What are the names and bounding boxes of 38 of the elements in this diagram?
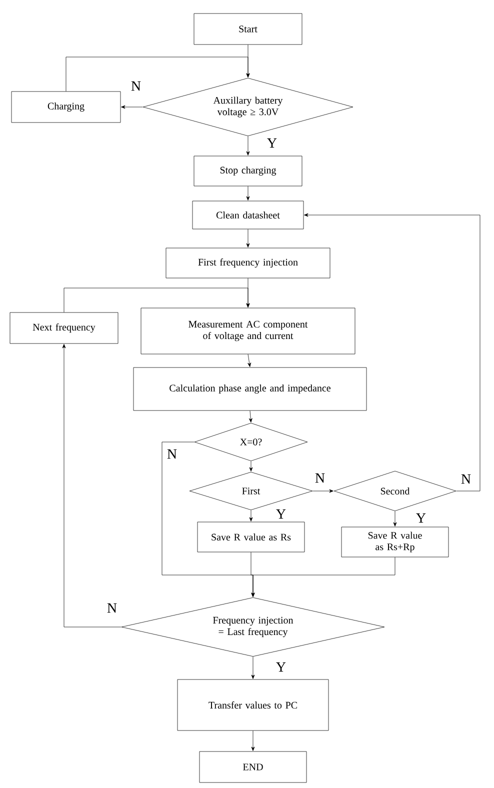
process-box: Charging bbox=[11, 91, 121, 123]
arrow bbox=[64, 288, 250, 312]
arrow bbox=[248, 354, 252, 367]
process-box: Save R value as Rs+Rp bbox=[341, 526, 449, 558]
edge-label: N bbox=[106, 602, 118, 614]
process-box: Measurement AC component of voltage and current bbox=[140, 308, 356, 354]
edge-label: N bbox=[166, 448, 178, 460]
process-box: Transfer values to PC bbox=[177, 679, 329, 731]
arrow bbox=[248, 410, 252, 422]
arrow bbox=[251, 730, 255, 751]
arrow bbox=[393, 511, 397, 526]
edge-label: Y bbox=[274, 508, 288, 520]
process-box: Start bbox=[194, 13, 302, 45]
arrow bbox=[312, 489, 334, 493]
arrow bbox=[249, 510, 253, 522]
arrow bbox=[246, 136, 250, 156]
arrow bbox=[66, 56, 250, 92]
process-box: Stop charging bbox=[194, 156, 302, 186]
arrow bbox=[246, 186, 250, 200]
edge-label: N bbox=[314, 472, 326, 484]
process-box: Save R value as Rs bbox=[197, 522, 305, 552]
edge-label: N bbox=[130, 80, 142, 92]
arrow bbox=[249, 461, 253, 472]
arrow bbox=[62, 344, 122, 628]
arrow bbox=[246, 229, 250, 248]
edge-label: Y bbox=[266, 137, 278, 149]
edge-label: N bbox=[460, 473, 472, 485]
process-box: Next frequency bbox=[10, 312, 118, 344]
process-box: First frequency injection bbox=[166, 248, 330, 278]
process-box: Clean datasheet bbox=[192, 200, 304, 230]
arrow bbox=[251, 557, 396, 597]
process-box: END bbox=[199, 751, 307, 783]
arrow bbox=[251, 656, 255, 679]
process-box: Calculation phase angle and impedance bbox=[133, 367, 367, 411]
arrow bbox=[121, 105, 143, 109]
arrow bbox=[304, 213, 480, 492]
edge-label: Y bbox=[414, 512, 428, 524]
edge-label: Y bbox=[274, 661, 288, 673]
